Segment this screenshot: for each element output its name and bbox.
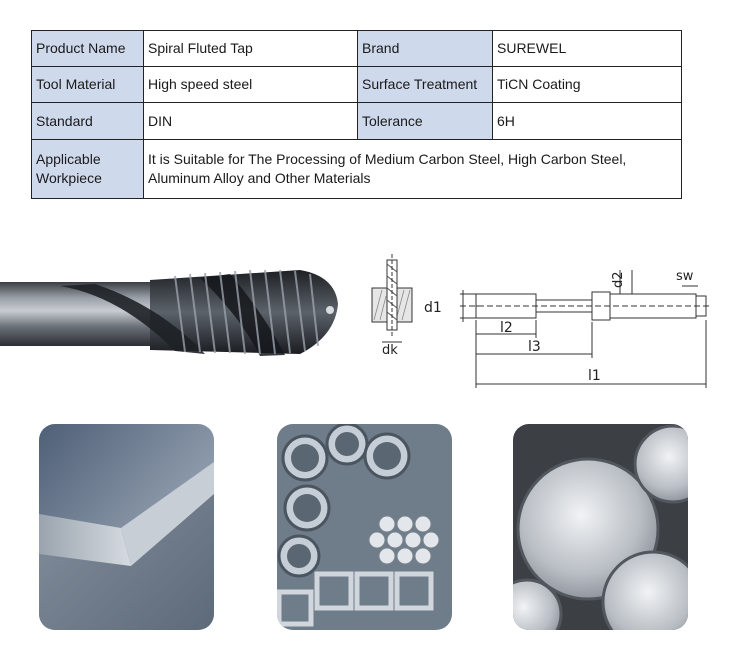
spec-label: Surface Treatment [357, 66, 493, 104]
steel-plate-image [39, 424, 214, 630]
spec-row-workpiece: Applicable Workpiece It is Suitable for … [31, 138, 682, 200]
spec-label: Tool Material [31, 66, 144, 104]
spec-row-product: Product Name Spiral Fluted Tap Brand SUR… [31, 29, 682, 68]
label-l2: l2 [500, 320, 513, 336]
spec-row-material: Tool Material High speed steel Surface T… [31, 66, 682, 104]
spec-label: Product Name [31, 29, 144, 68]
tap-product-image [0, 256, 345, 376]
spec-label: Standard [31, 102, 144, 140]
workpiece-label-line1: Applicable [36, 150, 101, 167]
spec-value: Spiral Fluted Tap [143, 29, 358, 68]
spec-label: Tolerance [357, 102, 493, 140]
spec-value: DIN [143, 102, 358, 140]
label-dk: dk [382, 343, 398, 358]
spec-value: It is Suitable for The Processing of Med… [143, 138, 682, 200]
spec-value: High speed steel [143, 66, 358, 104]
spec-row-standard: Standard DIN Tolerance 6H [31, 102, 682, 140]
spec-label: Brand [357, 29, 493, 68]
spec-label: Applicable Workpiece [31, 138, 144, 200]
aluminum-bars-image [513, 424, 688, 630]
label-sw: sw [676, 269, 694, 284]
workpiece-value-line2: Aluminum Alloy and Other Materials [148, 169, 371, 186]
label-d1: d1 [424, 300, 442, 316]
label-d2: d2 [611, 271, 626, 288]
tap-technical-drawing: d1 d2 sw dk l2 l3 l1 [360, 250, 720, 390]
label-l3: l3 [528, 339, 541, 355]
spec-value: 6H [492, 102, 682, 140]
spec-value: SUREWEL [492, 29, 682, 68]
spec-value: TiCN Coating [492, 66, 682, 104]
spec-table: Product Name Spiral Fluted Tap Brand SUR… [31, 29, 682, 200]
workpiece-value-line1: It is Suitable for The Processing of Med… [148, 150, 627, 167]
steel-tubes-image [277, 424, 452, 630]
label-l1: l1 [588, 368, 601, 384]
workpiece-label-line2: Workpiece [36, 169, 102, 186]
